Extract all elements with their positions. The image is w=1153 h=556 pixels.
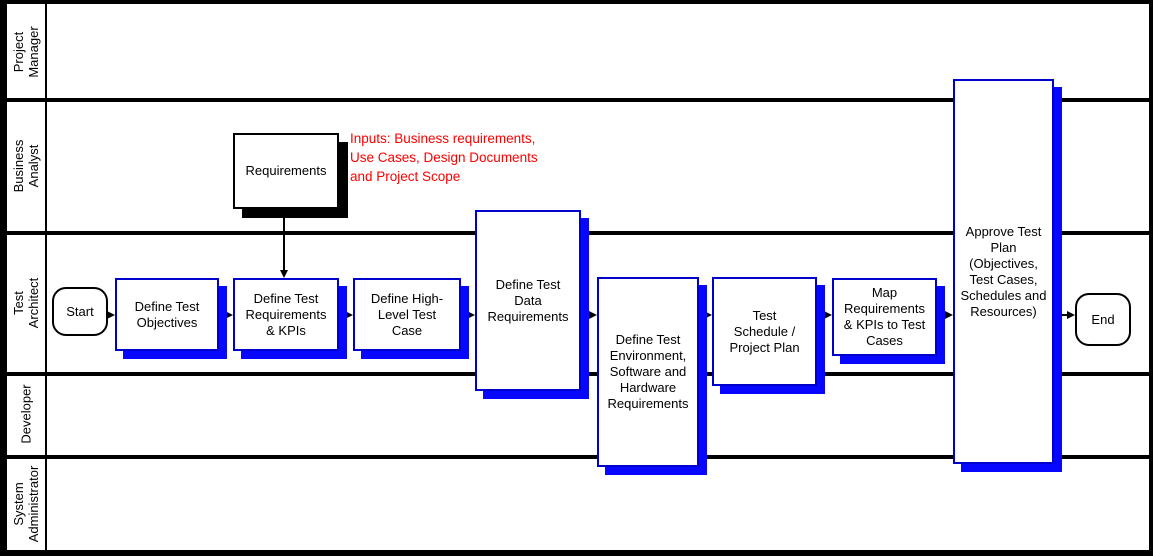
node-requirements-document[interactable]: Requirements — [233, 133, 339, 209]
arrowhead-icon — [824, 311, 832, 319]
node-approve-test-plan[interactable]: Approve Test Plan (Objectives, Test Case… — [953, 79, 1054, 464]
connector-highlevel-to-data — [457, 314, 468, 316]
lane-divider-1 — [0, 98, 1153, 102]
node-define-high-level-test-case[interactable]: Define High- Level Test Case — [353, 278, 461, 351]
node-label: Define High- Level Test Case — [370, 290, 444, 338]
arrowhead-icon — [1067, 311, 1075, 319]
connector-data-to-environment — [577, 314, 590, 316]
connector-kpis-to-highlevel — [335, 314, 346, 316]
lane-divider-4 — [0, 455, 1153, 459]
node-define-test-data-requirements[interactable]: Define Test Data Requirements — [475, 210, 581, 391]
node-define-test-environment[interactable]: Define Test Environment, Software and Ha… — [597, 277, 699, 467]
node-label: Requirements — [245, 163, 327, 178]
arrowhead-icon — [467, 311, 475, 319]
lane-label-test-architect: Test Architect — [11, 277, 41, 329]
lane-label-project-manager: Project Manager — [11, 26, 41, 78]
arrowhead-icon — [704, 311, 712, 319]
lane-label-business-analyst: Business Analyst — [11, 139, 41, 193]
node-label: Test Schedule / Project Plan — [729, 307, 800, 355]
node-map-requirements-kpis-to-test-cases[interactable]: Map Requirements & KPIs to Test Cases — [832, 278, 937, 356]
node-label: Define Test Environment, Software and Ha… — [607, 332, 689, 411]
connector-approve-to-end — [1058, 314, 1068, 316]
start-node-label: Start — [66, 303, 94, 319]
arrowhead-icon — [945, 311, 953, 319]
connector-environment-to-schedule — [695, 314, 705, 316]
node-define-test-objectives[interactable]: Define Test Objectives — [115, 278, 219, 351]
node-label: Approve Test Plan (Objectives, Test Case… — [960, 223, 1047, 319]
arrowhead-icon — [225, 311, 233, 319]
node-label: Define Test Requirements & KPIs — [245, 290, 327, 338]
node-label: Map Requirements & KPIs to Test Cases — [843, 285, 926, 348]
connector-map-to-approve — [933, 314, 946, 316]
arrowhead-down-icon — [280, 270, 288, 278]
start-node[interactable]: Start — [52, 287, 108, 336]
connector-schedule-to-map — [813, 314, 825, 316]
node-label: Define Test Data Requirements — [487, 276, 569, 324]
end-node-label: End — [1091, 311, 1115, 327]
arrowhead-icon — [107, 311, 115, 319]
connector-requirements-to-kpis — [283, 205, 285, 271]
node-label: Define Test Objectives — [134, 298, 200, 330]
node-define-test-requirements-kpis[interactable]: Define Test Requirements & KPIs — [233, 278, 339, 351]
lane-label-system-administrator: System Administrator — [11, 465, 41, 543]
arrowhead-icon — [345, 311, 353, 319]
lane-label-developer: Developer — [18, 384, 34, 444]
lane-label-column-divider — [45, 0, 47, 556]
connector-objectives-to-kpis — [215, 314, 226, 316]
node-test-schedule-project-plan[interactable]: Test Schedule / Project Plan — [712, 277, 817, 386]
inputs-annotation: Inputs: Business requirements, Use Cases… — [350, 131, 538, 184]
arrowhead-icon — [589, 311, 597, 319]
end-node[interactable]: End — [1075, 293, 1131, 346]
